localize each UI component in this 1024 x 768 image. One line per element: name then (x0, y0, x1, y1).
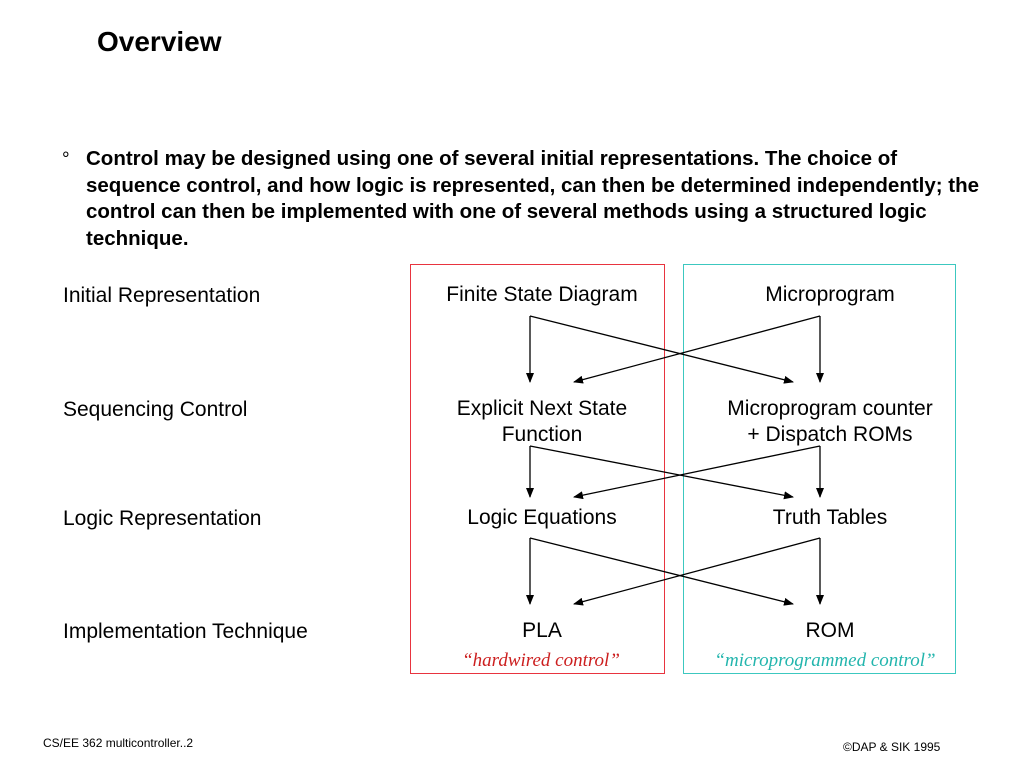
arrow-truth-to-pla (573, 537, 821, 606)
slide-title: Overview (97, 26, 222, 57)
node-logic-equations: Logic Equations (412, 505, 672, 531)
node-explicit-next-state-line1: Explicit Next State (456, 397, 628, 420)
footer-course: CS/EE 362 multicontroller..2 (43, 736, 194, 750)
row-label-sequencing-control: Sequencing Control (63, 398, 248, 421)
microprogrammed-control-note: “microprogrammed control” (714, 650, 936, 671)
arrow-micro-to-explicit (573, 315, 821, 384)
bullet-text: Control may be designed using one of sev… (86, 147, 980, 250)
node-logic-equations-text: Logic Equations (467, 506, 617, 529)
node-microprogram-counter-line1: Microprogram counter (727, 397, 933, 420)
node-rom-text: ROM (805, 619, 855, 642)
row-label-implementation-technique: Implementation Technique (63, 620, 308, 643)
node-explicit-next-state-function: Explicit Next State Function (412, 396, 672, 448)
arrow-equations-to-rom (529, 537, 794, 606)
node-finite-state-diagram-text: Finite State Diagram (446, 283, 638, 306)
arrow-explicit-to-truth (529, 445, 794, 500)
node-microprogram-text: Microprogram (765, 283, 895, 306)
bullet-marker: ° (62, 149, 70, 170)
arrow-fsd-to-counter (529, 315, 794, 384)
microprogrammed-box (683, 264, 956, 674)
node-truth-tables: Truth Tables (690, 505, 970, 531)
node-rom: ROM (690, 618, 970, 644)
node-explicit-next-state-line2: Function (501, 423, 583, 446)
node-pla: PLA (412, 618, 672, 644)
node-microprogram-counter-line2: + Dispatch ROMs (747, 423, 913, 446)
arrow-counter-to-equations (573, 445, 821, 500)
footer-copyright: ©DAP & SIK 1995 (843, 740, 941, 754)
node-pla-text: PLA (522, 619, 562, 642)
hardwired-box (410, 264, 665, 674)
hardwired-control-note: “hardwired control” (462, 650, 620, 671)
node-truth-tables-text: Truth Tables (772, 506, 888, 529)
row-label-initial-representation: Initial Representation (63, 284, 261, 307)
node-finite-state-diagram: Finite State Diagram (412, 282, 672, 308)
node-microprogram-counter: Microprogram counter + Dispatch ROMs (690, 396, 970, 448)
node-microprogram: Microprogram (690, 282, 970, 308)
row-label-logic-representation: Logic Representation (63, 507, 262, 530)
